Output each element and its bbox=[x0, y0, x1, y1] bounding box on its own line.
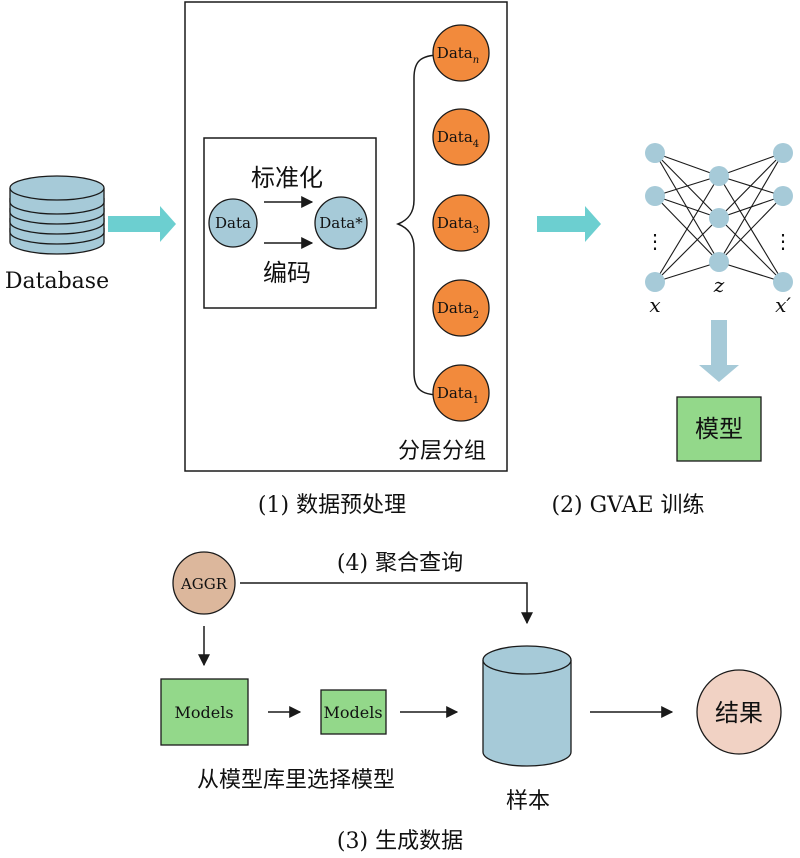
flow-arrow-database-to-preprocess bbox=[108, 206, 176, 242]
models-label-library: Models bbox=[174, 703, 233, 722]
database-label: Database bbox=[5, 269, 109, 294]
model-label: 模型 bbox=[695, 415, 743, 443]
models-box-library bbox=[160, 678, 249, 746]
flow-arrow-network-to-model bbox=[699, 320, 739, 382]
normalize-encode-box bbox=[203, 137, 377, 309]
svg-text:Data1: Data1 bbox=[437, 384, 479, 406]
group-node-2-label: Data bbox=[437, 299, 473, 317]
query-arrow bbox=[240, 582, 533, 625]
data-star-node bbox=[314, 196, 368, 250]
preprocess-frame bbox=[184, 1, 508, 472]
models-box-selected bbox=[320, 689, 387, 735]
input-ellipsis: ⋮ bbox=[645, 229, 665, 253]
query-label: (4) 聚合查询 bbox=[337, 551, 463, 576]
flow-arrow-preprocess-to-training bbox=[537, 206, 601, 242]
x-prime-label: x′ bbox=[775, 293, 791, 317]
svg-text:Data4: Data4 bbox=[437, 128, 479, 150]
group-node-1-label: Data bbox=[437, 384, 473, 402]
data-node-label: Data bbox=[215, 214, 251, 232]
aggr-label: AGGR bbox=[180, 575, 228, 593]
database-icon bbox=[9, 175, 105, 255]
model-box bbox=[676, 396, 762, 462]
group-node-n: Datan bbox=[432, 24, 490, 82]
svg-text:Data3: Data3 bbox=[437, 214, 479, 236]
data-node bbox=[208, 198, 258, 248]
group-node-4-label: Data bbox=[437, 128, 473, 146]
preprocess-caption: (1) 数据预处理 bbox=[258, 493, 406, 518]
group-label: 分层分组 bbox=[398, 439, 486, 464]
svg-text:Datan: Datan bbox=[437, 44, 479, 66]
group-node-n-sub: n bbox=[473, 55, 479, 66]
sample-cylinder-icon bbox=[482, 645, 572, 767]
x-label: x bbox=[649, 293, 660, 317]
encode-label: 编码 bbox=[263, 259, 311, 287]
group-node-4-sub: 4 bbox=[473, 139, 479, 150]
group-node-n-label: Data bbox=[437, 44, 473, 62]
sample-label: 样本 bbox=[506, 789, 550, 814]
z-label: z bbox=[713, 273, 725, 297]
svg-text:Data2: Data2 bbox=[437, 299, 479, 321]
aggr-node bbox=[172, 551, 236, 615]
generation-caption: (3) 生成数据 bbox=[337, 829, 463, 854]
group-node-4: Data4 bbox=[432, 108, 490, 166]
group-node-3-sub: 3 bbox=[473, 225, 479, 236]
data-star-node-label: Data* bbox=[319, 214, 363, 232]
group-node-3: Data3 bbox=[432, 194, 490, 252]
select-label: 从模型库里选择模型 bbox=[197, 768, 395, 793]
group-node-2-sub: 2 bbox=[473, 310, 479, 321]
training-caption: (2) GVAE 训练 bbox=[551, 493, 704, 518]
models-label-selected: Models bbox=[323, 703, 382, 722]
gvae-network-nodes bbox=[645, 143, 793, 292]
group-node-1-sub: 1 bbox=[473, 395, 479, 406]
standardize-label: 标准化 bbox=[251, 164, 323, 192]
gvae-network-edges bbox=[654, 152, 784, 283]
group-brace bbox=[395, 54, 441, 396]
result-label: 结果 bbox=[715, 699, 763, 727]
result-node bbox=[696, 669, 782, 755]
group-node-2: Data2 bbox=[432, 279, 490, 337]
group-node-1: Data1 bbox=[432, 364, 490, 422]
output-ellipsis: ⋮ bbox=[773, 229, 793, 253]
group-node-3-label: Data bbox=[437, 214, 473, 232]
